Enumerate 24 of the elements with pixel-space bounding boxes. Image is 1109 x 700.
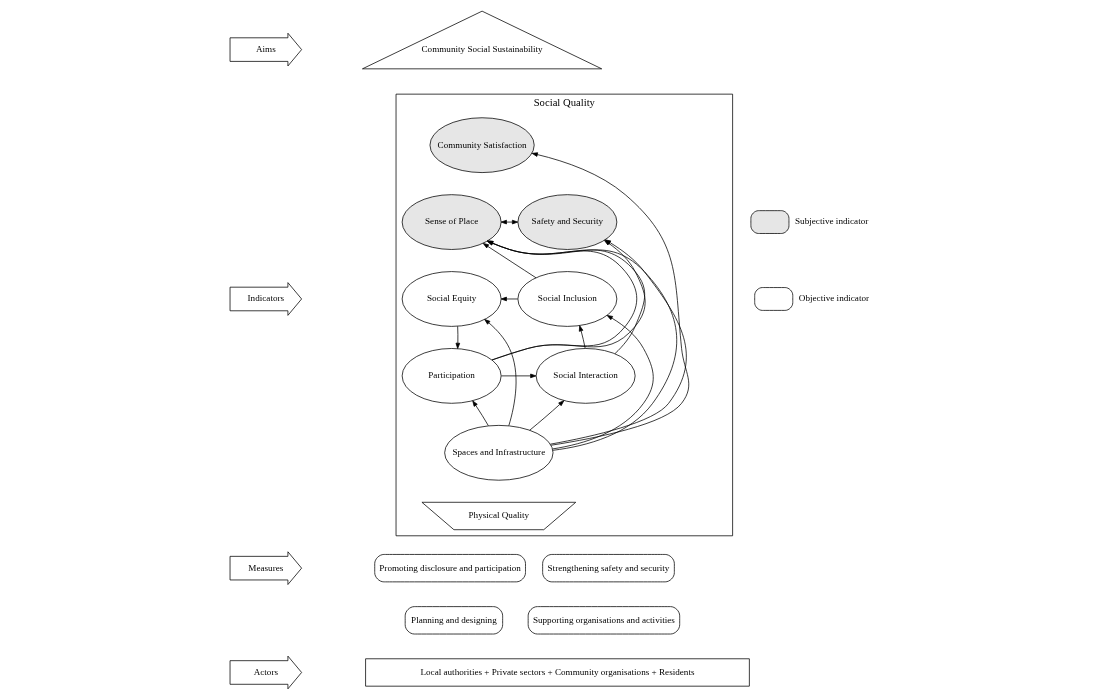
arrow: [482, 243, 536, 279]
arrow: [531, 152, 689, 446]
arrow: [578, 325, 586, 349]
node-box: Local authorities + Private sectors + Community organisations + Residents: [364, 658, 750, 687]
arrow: [528, 400, 564, 431]
arrow: [500, 296, 518, 302]
arrow: [500, 373, 536, 379]
node-ellipse: Safety and Security: [517, 194, 617, 250]
arrow: [500, 219, 518, 225]
node-ellipse: Community Satisfaction: [429, 117, 535, 173]
arrow: [455, 325, 460, 349]
node-ellipse: Participation: [401, 348, 501, 404]
node-ellipse: Social Interaction: [535, 348, 635, 404]
node-ellipse: Social Inclusion: [517, 271, 617, 327]
node-box: Strengthening safety and security: [541, 554, 675, 583]
node-box: Promoting disclosure and participation: [373, 554, 526, 583]
legend-label: Objective indicator: [798, 293, 869, 304]
arrow: [483, 319, 516, 427]
node-box: Planning and designing: [404, 606, 503, 635]
node-ellipse: Spaces and Infrastructure: [443, 425, 553, 481]
legend-label: Subjective indicator: [794, 216, 868, 227]
node-box: Supporting organisations and activities: [527, 606, 680, 635]
arrow: [551, 315, 654, 450]
arrow: [471, 400, 489, 427]
